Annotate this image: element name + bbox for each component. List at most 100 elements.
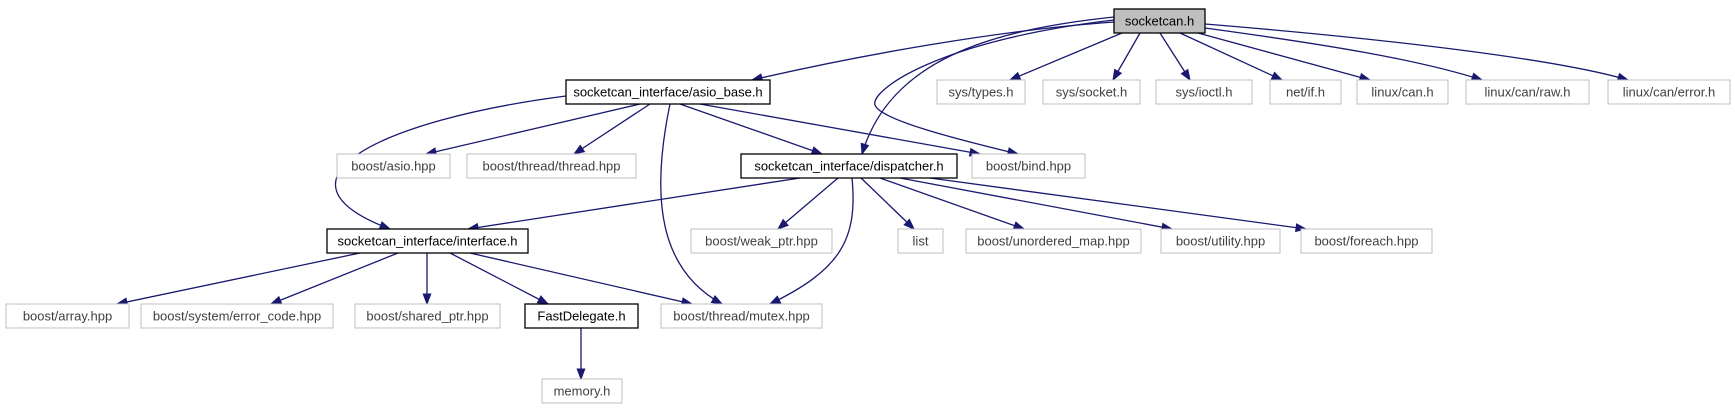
node-label: socketcan_interface/asio_base.h: [573, 85, 762, 100]
node-box: [690, 228, 833, 254]
node-label: linux/can/error.h: [1623, 85, 1716, 100]
edge-line: [769, 177, 854, 305]
node-box: [936, 79, 1026, 105]
node-socketcan[interactable]: socketcan.h: [1113, 8, 1206, 34]
node-label: list: [913, 234, 929, 249]
edge-asio_base-to-dispatcher: [679, 103, 824, 155]
node-boost-weak-ptr: boost/weak_ptr.hpp: [690, 228, 833, 254]
edge-line: [751, 21, 1115, 81]
edge-arrowhead: [1012, 221, 1026, 230]
edge-interface-to-boost_array: [115, 252, 361, 307]
node-label: boost/weak_ptr.hpp: [705, 234, 818, 249]
node-box: [1160, 228, 1281, 254]
edge-line: [1204, 23, 1629, 81]
node-label: boost/asio.hpp: [351, 159, 436, 174]
edge-interface-to-boost_shared_ptr: [422, 253, 432, 306]
node-boost-array: boost/array.hpp: [5, 303, 130, 329]
edge-arrowhead: [768, 295, 782, 305]
edge-asio_base-to-boost_bind: [699, 103, 982, 157]
edge-socketcan-to-linux_can_raw: [1204, 27, 1484, 82]
edge-line: [1204, 27, 1483, 81]
node-box: [1300, 228, 1433, 254]
node-label: sys/ioctl.h: [1175, 85, 1232, 100]
node-label: boost/unordered_map.hpp: [977, 234, 1130, 249]
node-list: list: [897, 228, 944, 254]
node-label: net/if.h: [1286, 85, 1325, 100]
edge-arrowhead: [776, 218, 789, 230]
node-boost-unordered-map: boost/unordered_map.hpp: [965, 228, 1142, 254]
node-asio-base[interactable]: socketcan_interface/asio_base.h: [565, 79, 771, 105]
edges-layer: [115, 16, 1630, 381]
edge-arrowhead: [1270, 71, 1284, 81]
edge-arrowhead: [1180, 68, 1191, 82]
node-linux-can-raw: linux/can/raw.h: [1465, 79, 1590, 105]
edge-line: [660, 103, 723, 305]
edge-line: [270, 252, 399, 305]
edge-arrowhead: [1112, 68, 1123, 82]
node-box: [336, 153, 451, 179]
edge-line: [929, 177, 1307, 230]
node-box: [466, 153, 637, 179]
node-label: sys/types.h: [948, 85, 1013, 100]
node-box: [1607, 79, 1731, 105]
edge-asio_base-to-boost_asio: [424, 103, 641, 157]
edge-socketcan-to-sys_ioctl: [1159, 32, 1191, 82]
edge-line: [469, 252, 693, 305]
node-dispatcher[interactable]: socketcan_interface/dispatcher.h: [740, 153, 958, 179]
node-label: boost/foreach.hpp: [1314, 234, 1418, 249]
edge-line: [679, 103, 823, 155]
node-interface[interactable]: socketcan_interface/interface.h: [326, 228, 529, 254]
node-box: [1113, 8, 1206, 34]
edge-line: [335, 95, 567, 230]
edge-line: [860, 177, 915, 230]
node-box: [5, 303, 130, 329]
node-label: boost/shared_ptr.hpp: [366, 309, 488, 324]
node-boost-mutex: boost/thread/mutex.hpp: [660, 303, 823, 329]
node-label: boost/bind.hpp: [986, 159, 1071, 174]
node-linux-can-error: linux/can/error.h: [1607, 79, 1731, 105]
edge-line: [573, 103, 651, 155]
edge-dispatcher-to-boost_weak_ptr: [776, 177, 839, 230]
node-box: [660, 303, 823, 329]
node-label: boost/thread/thread.hpp: [482, 159, 620, 174]
edge-asio_base-to-boost_mutex: [660, 103, 724, 305]
edge-arrowhead: [269, 295, 283, 305]
edge-socketcan-to-sys_socket: [1112, 32, 1141, 82]
edge-arrowhead: [710, 294, 724, 305]
edge-asio_base-to-interface: [335, 95, 567, 230]
node-label: boost/utility.hpp: [1176, 234, 1265, 249]
node-boost-shared-ptr: boost/shared_ptr.hpp: [354, 303, 501, 329]
edge-arrowhead: [422, 293, 432, 306]
node-boost-utility: boost/utility.hpp: [1160, 228, 1281, 254]
node-box: [965, 228, 1142, 254]
edge-line: [899, 177, 1173, 230]
edge-line: [425, 103, 641, 155]
node-sys-ioctl: sys/ioctl.h: [1155, 79, 1253, 105]
node-boost-asio: boost/asio.hpp: [336, 153, 451, 179]
edge-socketcan-to-net_if: [1179, 32, 1284, 81]
edge-asio_base-to-boost_thread: [572, 103, 651, 155]
node-label: socketcan.h: [1125, 14, 1194, 29]
node-sys-socket: sys/socket.h: [1042, 79, 1141, 105]
edge-line: [879, 177, 1025, 230]
edge-dispatcher-to-boost_foreach: [929, 177, 1308, 233]
edge-arrowhead: [903, 218, 916, 230]
edge-arrowhead: [860, 142, 870, 156]
edge-dispatcher-to-list: [860, 177, 916, 230]
edge-line: [116, 252, 361, 305]
edge-socketcan-to-linux_can_error: [1204, 23, 1630, 82]
node-label: boost/thread/mutex.hpp: [673, 309, 810, 324]
edge-arrowhead: [378, 221, 392, 230]
node-box: [897, 228, 944, 254]
edge-line: [874, 19, 1115, 155]
node-fastdelegate[interactable]: FastDelegate.h: [524, 303, 639, 329]
edge-line: [1197, 32, 1371, 81]
node-box: [354, 303, 501, 329]
edge-line: [449, 252, 549, 305]
node-net-if: net/if.h: [1269, 79, 1342, 105]
node-memory: memory.h: [541, 378, 623, 404]
nodes-layer: socketcan.h socketcan_interface/asio_base…: [5, 8, 1731, 404]
edge-arrowhead: [536, 295, 550, 305]
edge-line: [467, 177, 801, 230]
